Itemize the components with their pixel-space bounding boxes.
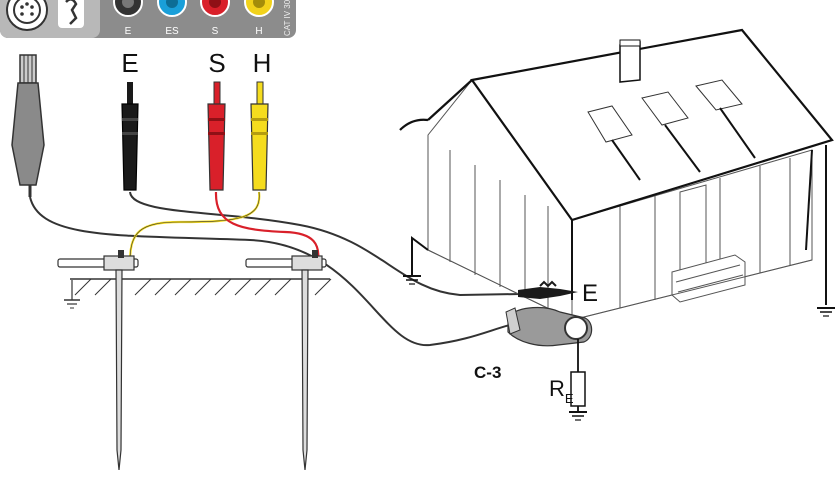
earth-resistance-label: RE (549, 376, 574, 406)
gray-clamp-connector (12, 55, 44, 197)
earth-resistance-main: R (549, 376, 565, 401)
category-rating: CAT IV 300V (283, 0, 292, 36)
socket-e-label: E (125, 26, 132, 37)
socket-h-label: H (255, 26, 262, 37)
ground-probe-left (58, 250, 138, 470)
socket-es-label: ES (165, 26, 179, 37)
clamp-symbol-icon (58, 0, 84, 28)
ground-surface (64, 279, 331, 308)
black-plug-e (122, 82, 138, 190)
clamp-label: C-3 (474, 363, 501, 382)
clamp-connection-label: E (582, 280, 598, 307)
lead-label-s: S (208, 48, 225, 78)
red-plug-s (208, 82, 225, 190)
socket-s-label: S (212, 26, 219, 37)
lead-label-e: E (121, 48, 138, 78)
ground-probe-right (246, 250, 326, 470)
house (400, 30, 835, 320)
lead-label-h: H (253, 48, 272, 78)
earth-resistor (569, 339, 587, 420)
meter-panel: E ES S H CAT IV 300V (0, 0, 296, 38)
yellow-plug-h (251, 82, 268, 190)
earth-resistance-subscript: E (565, 391, 574, 406)
